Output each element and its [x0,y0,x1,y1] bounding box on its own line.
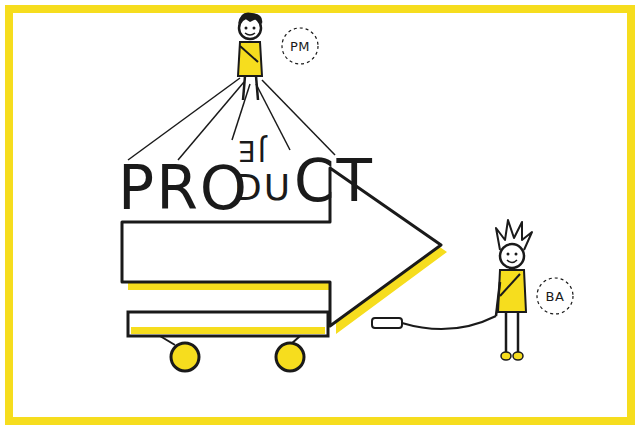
dashed-circle-outline [282,28,318,64]
frame-border [9,9,631,421]
ba-body [498,270,526,312]
role-badge: BA [536,277,574,315]
cart-shade [131,327,325,334]
pm-eye [253,27,256,30]
ba-smile [507,260,517,263]
role-badge: PM [281,27,319,65]
ba-leg [517,312,520,352]
ba-head [500,244,524,268]
word-fragment: DU [234,170,292,206]
ba-eye [515,253,518,256]
cart-platform [128,312,328,336]
word-fragment: JE [236,136,266,164]
ba-arm [496,282,500,316]
ray [232,84,250,140]
ba-leg [505,312,508,352]
role-label: BA [546,289,565,304]
pm-smile [245,33,255,35]
spotlight-rays [128,78,335,160]
cart-wheel [276,343,304,371]
wheel-axle [160,336,175,345]
pm-eye [245,27,248,30]
tow-rope [402,316,496,329]
pm-leg [243,76,245,100]
ba-arm [500,274,520,296]
ray [262,80,335,155]
word-fragment: CT [294,152,374,210]
ray [178,82,244,160]
role-label: PM [290,39,310,54]
word-fragment: PRO [118,158,249,218]
cart-wheel [171,343,199,371]
ba-eye [507,253,510,256]
pm-hair [238,12,262,24]
ray [128,78,240,160]
ba-foot [513,352,523,360]
dashed-circle-outline [537,278,573,314]
ba-foot [501,352,511,360]
pm-arm [240,46,258,62]
pm-leg [256,76,258,100]
tow-hitch [372,318,402,328]
pm-body [238,42,262,76]
